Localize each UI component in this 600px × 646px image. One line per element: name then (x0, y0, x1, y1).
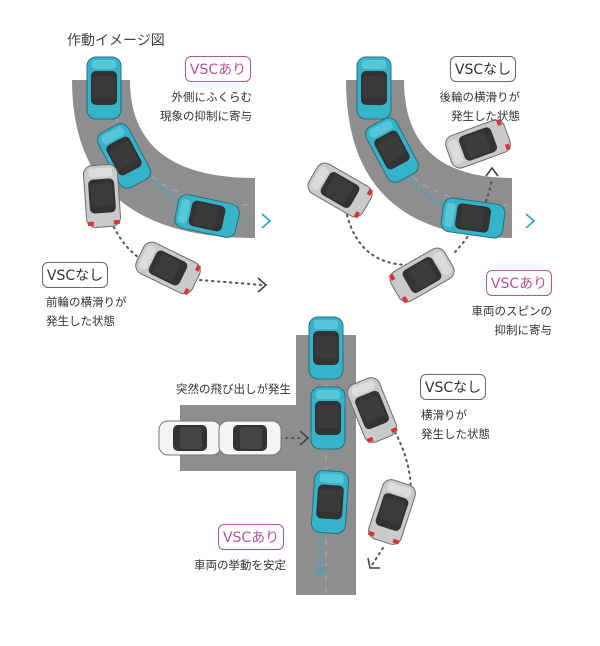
panel1-off-desc-line1: 前輪の横滑りが (46, 295, 127, 309)
panel3-car-on-1 (308, 316, 344, 380)
panel3-car-on-3 (310, 469, 350, 535)
panel3-vsc-on-badge: VSCあり (218, 524, 284, 550)
panel2-off-arrowhead (485, 166, 499, 177)
panel3-off-path (394, 431, 412, 521)
panel1-car-on-1 (86, 56, 122, 120)
panel1-vsc-on-desc: 外側にふくらむ 現象の抑制に寄与 (140, 88, 252, 126)
panel2-on-desc-line1: 車両のスピンの (471, 304, 553, 318)
panel3-off-arrowhead (367, 557, 380, 569)
panel3-car-on-2 (310, 386, 346, 450)
panel1-on-arrowhead (261, 213, 272, 229)
diagram-title: 作動イメージ図 (67, 33, 165, 49)
panel3-vsc-off-badge: VSCなし (420, 374, 486, 400)
panel2-vsc-off-desc: 後輪の横滑りが 発生した状態 (408, 88, 521, 126)
panel2-on-desc-line2: 抑制に寄与 (494, 323, 553, 337)
panel1-off-arrowhead (257, 277, 268, 293)
panel1-vsc-off-desc: 前輪の横滑りが 発生した状態 (46, 293, 127, 331)
panel1-off-desc-line2: 発生した状態 (46, 314, 115, 328)
panel2-car-off-2 (386, 244, 458, 306)
panel3-vsc-on-desc: 車両の挙動を安定 (172, 556, 286, 575)
panel3-car-white-1 (158, 420, 222, 456)
panel1-on-desc-line1: 外側にふくらむ (171, 90, 253, 104)
panel2-off-desc-line2: 発生した状態 (451, 109, 520, 123)
panel3-on-desc-line1: 車両の挙動を安定 (194, 558, 286, 572)
panel2-vsc-off-badge: VSCなし (450, 56, 516, 82)
panel3-car-off-2 (365, 476, 419, 548)
panel3-off-path2 (371, 547, 384, 566)
panel2-off-path (346, 214, 411, 266)
panel3-off-desc-line2: 発生した状態 (421, 427, 490, 441)
panel2-vsc-on-desc: 車両のスピンの 抑制に寄与 (440, 302, 553, 340)
panel2-on-arrowhead (525, 213, 536, 229)
panel2-vsc-on-badge: VSCあり (486, 270, 552, 296)
panel3-event-arrowhead (299, 430, 310, 446)
panel2-car-on-1 (356, 56, 392, 120)
panel3-on-arrowhead (313, 566, 327, 577)
panel1-off-path2 (199, 279, 263, 286)
panel1-car-off-2 (132, 238, 204, 298)
panel2-off-desc-line1: 後輪の横滑りが (439, 90, 521, 104)
panel1-vsc-on-badge: VSCあり (185, 56, 251, 82)
panel1-vsc-off-badge: VSCなし (42, 262, 108, 288)
panel3-vsc-off-desc: 横滑りが 発生した状態 (421, 406, 490, 444)
panel1-on-desc-line2: 現象の抑制に寄与 (160, 109, 252, 123)
panel3-event-label: 突然の飛び出しが発生 (176, 382, 291, 396)
panel2-car-off-1 (304, 159, 376, 221)
panel3-car-white-2 (218, 420, 282, 456)
panel3-off-desc-line1: 横滑りが (421, 408, 467, 422)
panel1-car-off-1 (82, 163, 122, 229)
